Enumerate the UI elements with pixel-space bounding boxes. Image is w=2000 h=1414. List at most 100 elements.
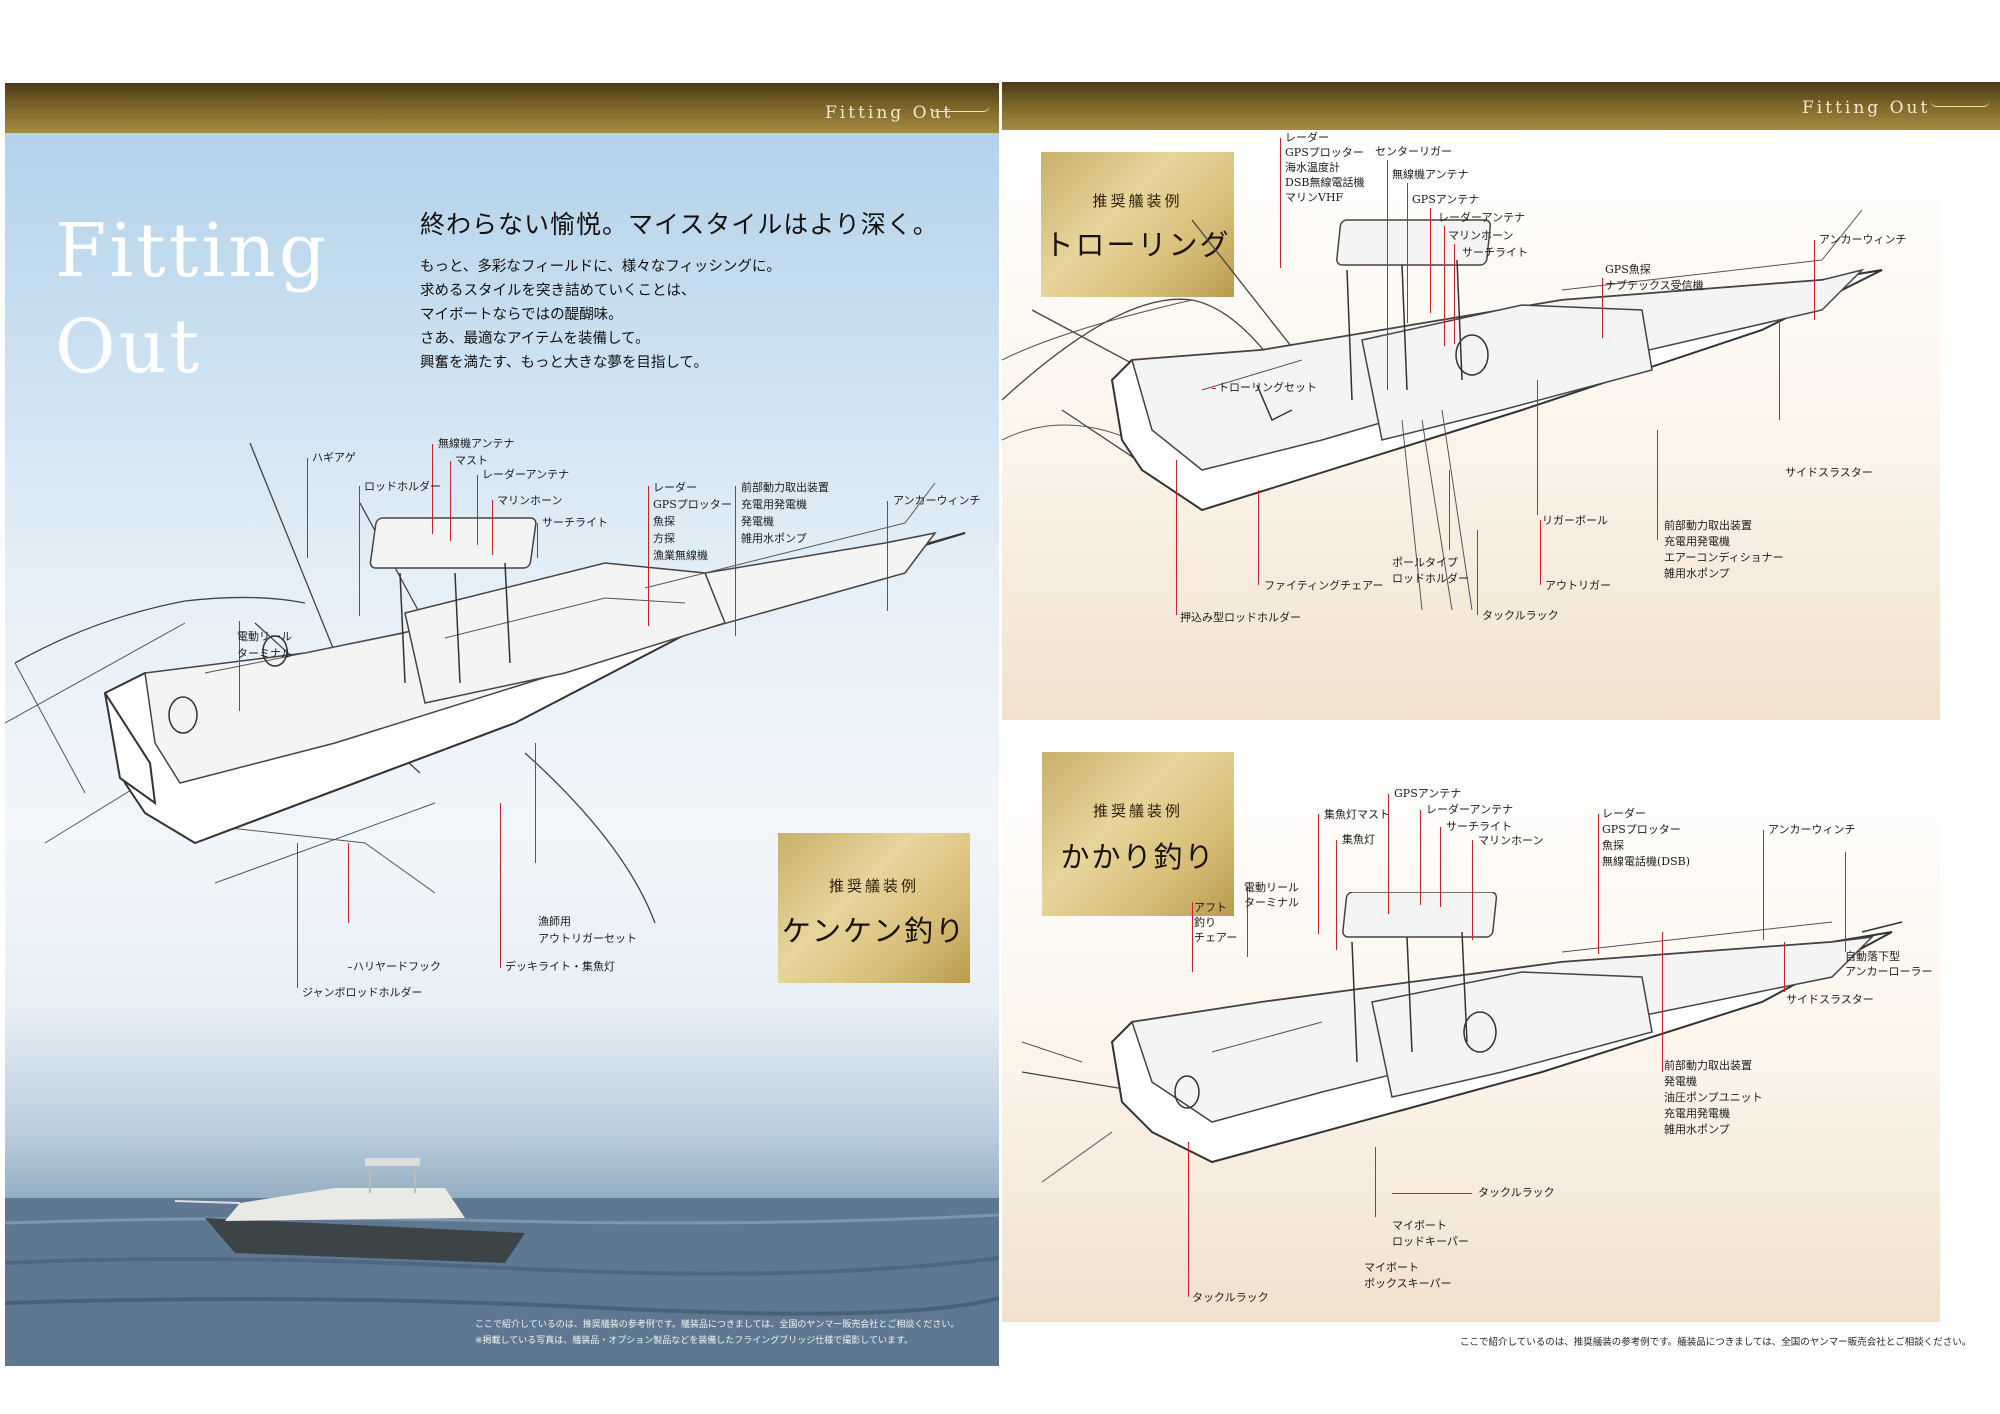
label-line: GPSプロッター: [653, 498, 732, 511]
label-pole-rod-holder: ポールタイプ ロッドホルダー: [1392, 555, 1469, 587]
leader-line: [1176, 460, 1177, 615]
label-push-rod-holder: 押込み型ロッドホルダー: [1180, 611, 1301, 624]
label-line: マイボート: [1364, 1261, 1419, 1274]
leader-line: [1784, 942, 1785, 992]
leader-line: [348, 843, 349, 923]
label-marine-horn: マリンホーン: [1448, 229, 1514, 242]
leader-line: [477, 475, 478, 545]
leader-line: [1779, 320, 1780, 420]
label-line: ターミナル: [1244, 896, 1299, 909]
leader-line: [1430, 208, 1431, 313]
label-tackle-rack: タックルラック: [1478, 1186, 1555, 1199]
leader-line: [239, 621, 240, 711]
label-line: レーダー: [653, 481, 697, 494]
label-line: 自動落下型: [1845, 950, 1900, 963]
leader-line: [432, 444, 433, 534]
label-line: GPSプロッター: [1602, 823, 1681, 836]
label-anchor-winch: アンカーウィンチ: [1768, 823, 1856, 836]
leader-line: [1537, 380, 1538, 515]
label-line: 充電用発電機: [741, 498, 807, 511]
label-line: 油圧ポンプユニット: [1664, 1091, 1763, 1104]
label-rod-holder: ロッドホルダー: [364, 480, 441, 493]
kakari-panel: 推奨艤装例 かかり釣り GPSアンテナ 集魚灯マスト レーダーアンテナ サーチラ…: [1002, 752, 1940, 1322]
label-line: 電動リール: [1244, 881, 1299, 894]
box-title: ケンケン釣り: [781, 914, 967, 948]
leader-line: [1449, 470, 1450, 550]
leader-line: [1392, 1193, 1472, 1194]
label-electric-reel: 電動リール ターミナル: [237, 628, 292, 662]
label-line: アンカーローラー: [1845, 965, 1933, 978]
label-decklight: デッキライト・集魚灯: [505, 960, 615, 973]
label-radar-antenna: レーダーアンテナ: [1438, 211, 1526, 224]
label-radio-antenna: 無線機アンテナ: [1392, 168, 1469, 181]
label-line: 漁業無線機: [653, 549, 708, 562]
label-gps-fishfinder: GPS魚探 ナブテックス受信機: [1605, 262, 1704, 294]
label-line: 方探: [653, 532, 675, 545]
trolling-boat-drawing: [1002, 210, 1883, 611]
label-line: GPS魚探: [1605, 263, 1651, 276]
label-electronics-group: レーダー GPSプロッター 魚探 方探 漁業無線機: [653, 479, 732, 564]
label-line: レーダー: [1285, 131, 1329, 144]
label-line: アウトリガーセット: [538, 932, 637, 945]
label-line: 魚探: [653, 515, 675, 528]
leader-line: [1657, 430, 1658, 540]
leader-line: [1454, 244, 1455, 344]
left-page: Fitting Out Fitting Out 終わらない愉悦。マイスタイルはよ…: [5, 83, 999, 1366]
leader-line: [537, 523, 538, 558]
big-title-line-2: Out: [55, 304, 203, 390]
leader-line: [1375, 1147, 1376, 1217]
label-center-rigger: センターリガー: [1375, 145, 1452, 158]
trolling-title-box: 推奨艤装例 トローリング: [1041, 152, 1234, 297]
body-line: さあ、最適なアイテムを装備して。: [420, 331, 650, 347]
label-anchor-roller: 自動落下型 アンカーローラー: [1845, 949, 1933, 979]
right-footer-note: ここで紹介しているのは、推奨艤装の参考例です。艤装品につきましては、全国のヤンマ…: [1460, 1337, 1972, 1348]
leader-line: [1420, 810, 1421, 905]
leader-line: [1540, 520, 1541, 585]
leader-line: [348, 967, 352, 968]
label-line: 海水温度計: [1285, 161, 1340, 174]
big-title-line-1: Fitting: [55, 208, 330, 294]
label-outrigger: アウトリガー: [1545, 579, 1611, 592]
kenken-title-box: 推奨艤装例 ケンケン釣り: [778, 833, 970, 983]
sea-photo-boat: [5, 1158, 999, 1366]
label-line: チェアー: [1194, 931, 1238, 944]
leader-line: [1814, 240, 1815, 320]
label-line: エアーコンディショナー: [1664, 551, 1784, 564]
label-anchor-winch: アンカーウィンチ: [893, 494, 981, 507]
right-header-title: Fitting Out: [1802, 98, 1931, 118]
label-kakari-electronics: レーダー GPSプロッター 魚探 無線電話機(DSB): [1602, 806, 1690, 870]
trolling-panel: 推奨艤装例 トローリング レーダー GPSプロッター 海水温度計 DSB無線電話…: [1002, 130, 1940, 720]
label-line: 発電機: [741, 515, 774, 528]
label-searchlight: サーチライト: [1462, 246, 1528, 259]
body-copy: もっと、多彩なフィールドに、様々なフィッシングに。 求めるスタイルを突き詰めてい…: [420, 255, 781, 375]
label-line: ロッドキーパー: [1392, 1235, 1469, 1248]
leader-line: [887, 501, 888, 611]
note-line: ここで紹介しているのは、推奨艤装の参考例です。艤装品につきましては、全国のヤンマ…: [475, 1320, 960, 1330]
label-electric-reel: 電動リール ターミナル: [1244, 880, 1299, 910]
label-lamp-mast: 集魚灯マスト: [1324, 808, 1390, 821]
label-line: 前部動力取出装置: [1664, 519, 1752, 532]
leader-line: [1280, 138, 1281, 268]
label-line: DSB無線電話機: [1285, 176, 1365, 189]
body-line: 求めるスタイルを突き詰めていくことは、: [420, 283, 696, 299]
leader-line: [1602, 278, 1603, 338]
label-gps-antenna: GPSアンテナ: [1412, 193, 1480, 206]
kenken-boat-drawing: [5, 442, 966, 924]
leader-line: [1763, 830, 1764, 940]
label-line: 充電用発電機: [1664, 535, 1730, 548]
leader-line: [1407, 183, 1408, 323]
label-fighting-chair: ファイティングチェアー: [1264, 579, 1384, 592]
leader-line: [1336, 840, 1337, 950]
leader-line: [1477, 530, 1478, 615]
left-notes: ここで紹介しているのは、推奨艤装の参考例です。艤装品につきましては、全国のヤンマ…: [475, 1317, 985, 1349]
leader-line: [1247, 887, 1248, 957]
leader-line: [492, 500, 493, 555]
label-searchlight: サーチライト: [1446, 820, 1512, 833]
label-trolling-power-group: 前部動力取出装置 充電用発電機 エアーコンディショナー 雑用水ポンプ: [1664, 518, 1784, 582]
label-line: ボックスキーパー: [1364, 1277, 1452, 1290]
header-swoosh-icon: [1930, 100, 1990, 107]
leader-line: [1192, 902, 1193, 972]
label-anchor-winch: アンカーウィンチ: [1819, 233, 1907, 246]
label-side-thruster: サイドスラスター: [1786, 993, 1874, 1006]
leader-line: [1388, 794, 1389, 914]
